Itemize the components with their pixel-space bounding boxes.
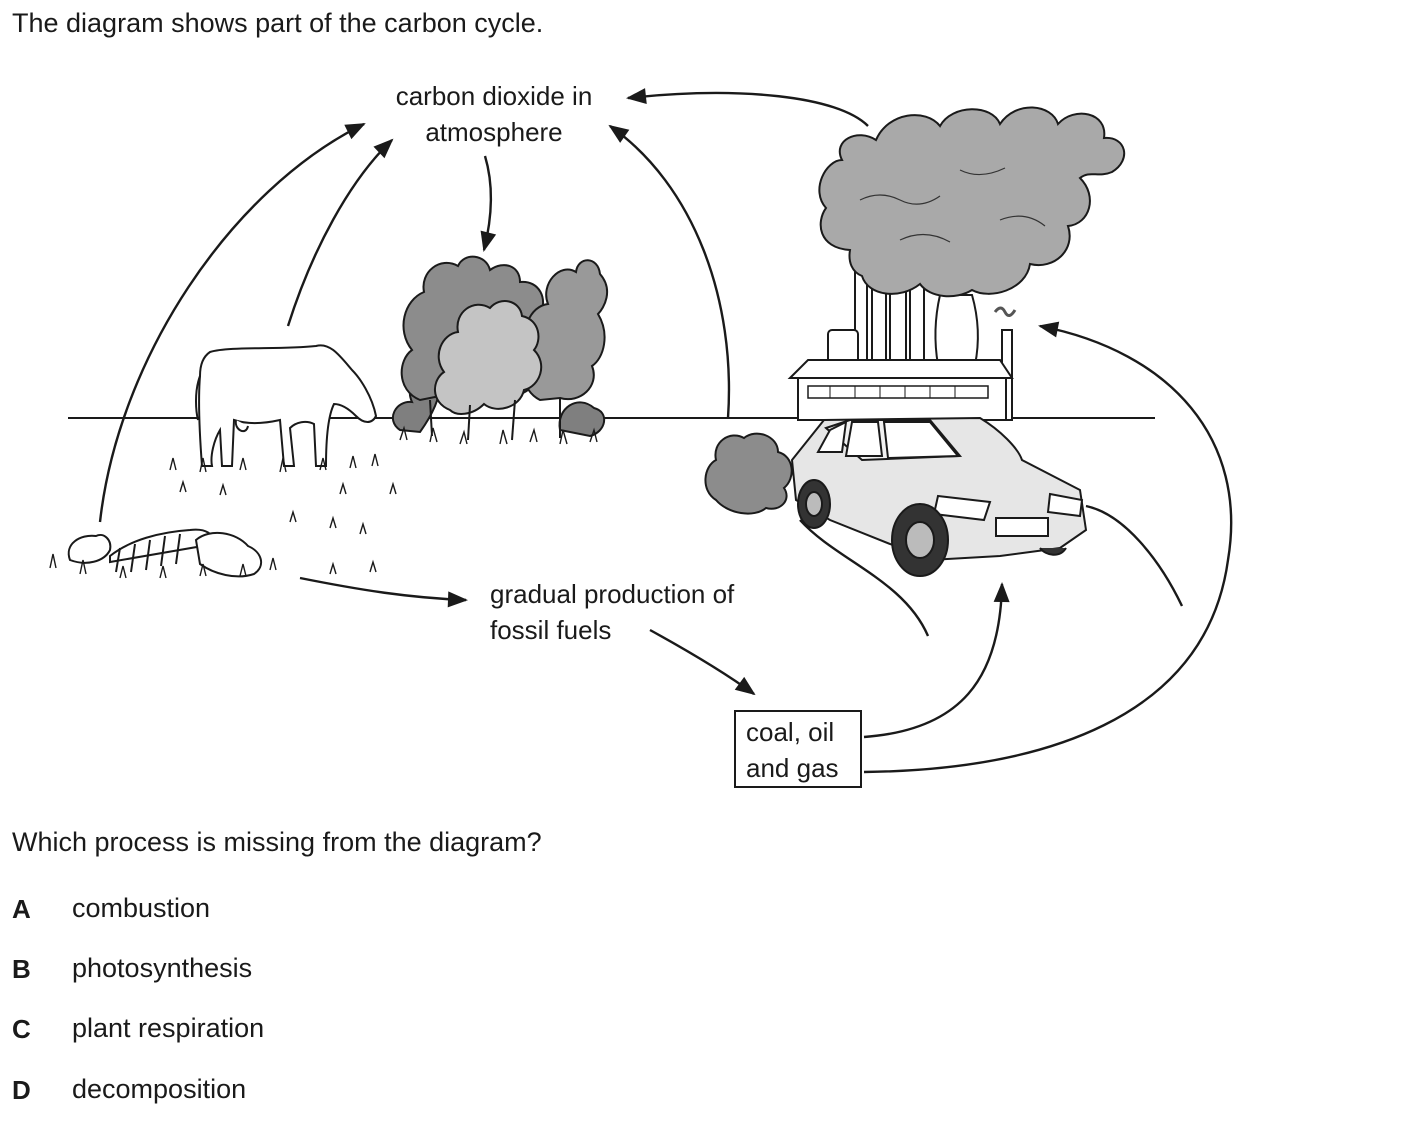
flow-arrows bbox=[98, 88, 1233, 774]
fossil-fuel-label: gradual production of fossil fuels bbox=[490, 576, 734, 648]
decomposing-animal bbox=[67, 528, 263, 578]
fossil-label-line1: gradual production of bbox=[490, 579, 735, 609]
co2-label-line1: carbon dioxide in bbox=[395, 81, 593, 111]
option-letter: A bbox=[12, 894, 31, 924]
box-line1: coal, oil bbox=[746, 717, 835, 747]
option-letter: D bbox=[12, 1075, 31, 1105]
box-line2: and gas bbox=[746, 753, 839, 783]
question-text: Which process is missing from the diagra… bbox=[12, 827, 542, 857]
option-letter: C bbox=[12, 1014, 31, 1044]
factory-smoke bbox=[818, 106, 1126, 298]
option-text: plant respiration bbox=[72, 1013, 265, 1043]
co2-label-line2: atmosphere bbox=[425, 117, 563, 147]
exhaust-cloud bbox=[704, 432, 793, 515]
option-text: decomposition bbox=[72, 1074, 247, 1104]
trees bbox=[391, 255, 609, 445]
car bbox=[790, 416, 1088, 577]
option-text: photosynthesis bbox=[72, 953, 253, 983]
grass-2 bbox=[49, 553, 277, 579]
cow bbox=[195, 344, 378, 467]
fossil-label-line2: fossil fuels bbox=[490, 615, 612, 645]
coal-oil-gas-box: coal, oil and gas bbox=[734, 710, 862, 788]
option-letter: B bbox=[12, 954, 31, 984]
intro-text: The diagram shows part of the carbon cyc… bbox=[12, 8, 544, 38]
option-text: combustion bbox=[72, 893, 211, 923]
co2-label: carbon dioxide in atmosphere bbox=[370, 78, 618, 150]
grass bbox=[169, 453, 397, 575]
